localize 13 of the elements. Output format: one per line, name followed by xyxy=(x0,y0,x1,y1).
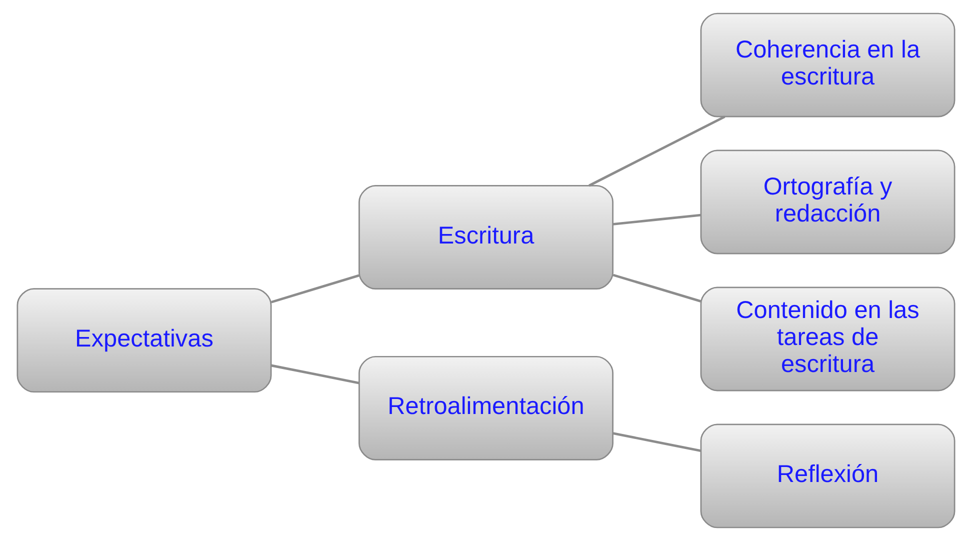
connector xyxy=(588,116,725,187)
connector xyxy=(270,364,359,384)
connector xyxy=(612,432,701,452)
node-box: Coherencia en la escritura xyxy=(700,12,955,118)
connector xyxy=(612,214,700,226)
node-box: Expectativas xyxy=(16,288,272,393)
node-box: Retroalimentación xyxy=(358,356,613,460)
connector xyxy=(612,274,701,302)
node-box: Contenido en las tareas de escritura xyxy=(700,286,955,392)
node-box: Ortografía y redacción xyxy=(700,150,955,254)
connector xyxy=(270,274,359,304)
node-box: Escritura xyxy=(358,185,613,290)
node-box: Reflexión xyxy=(700,424,955,528)
